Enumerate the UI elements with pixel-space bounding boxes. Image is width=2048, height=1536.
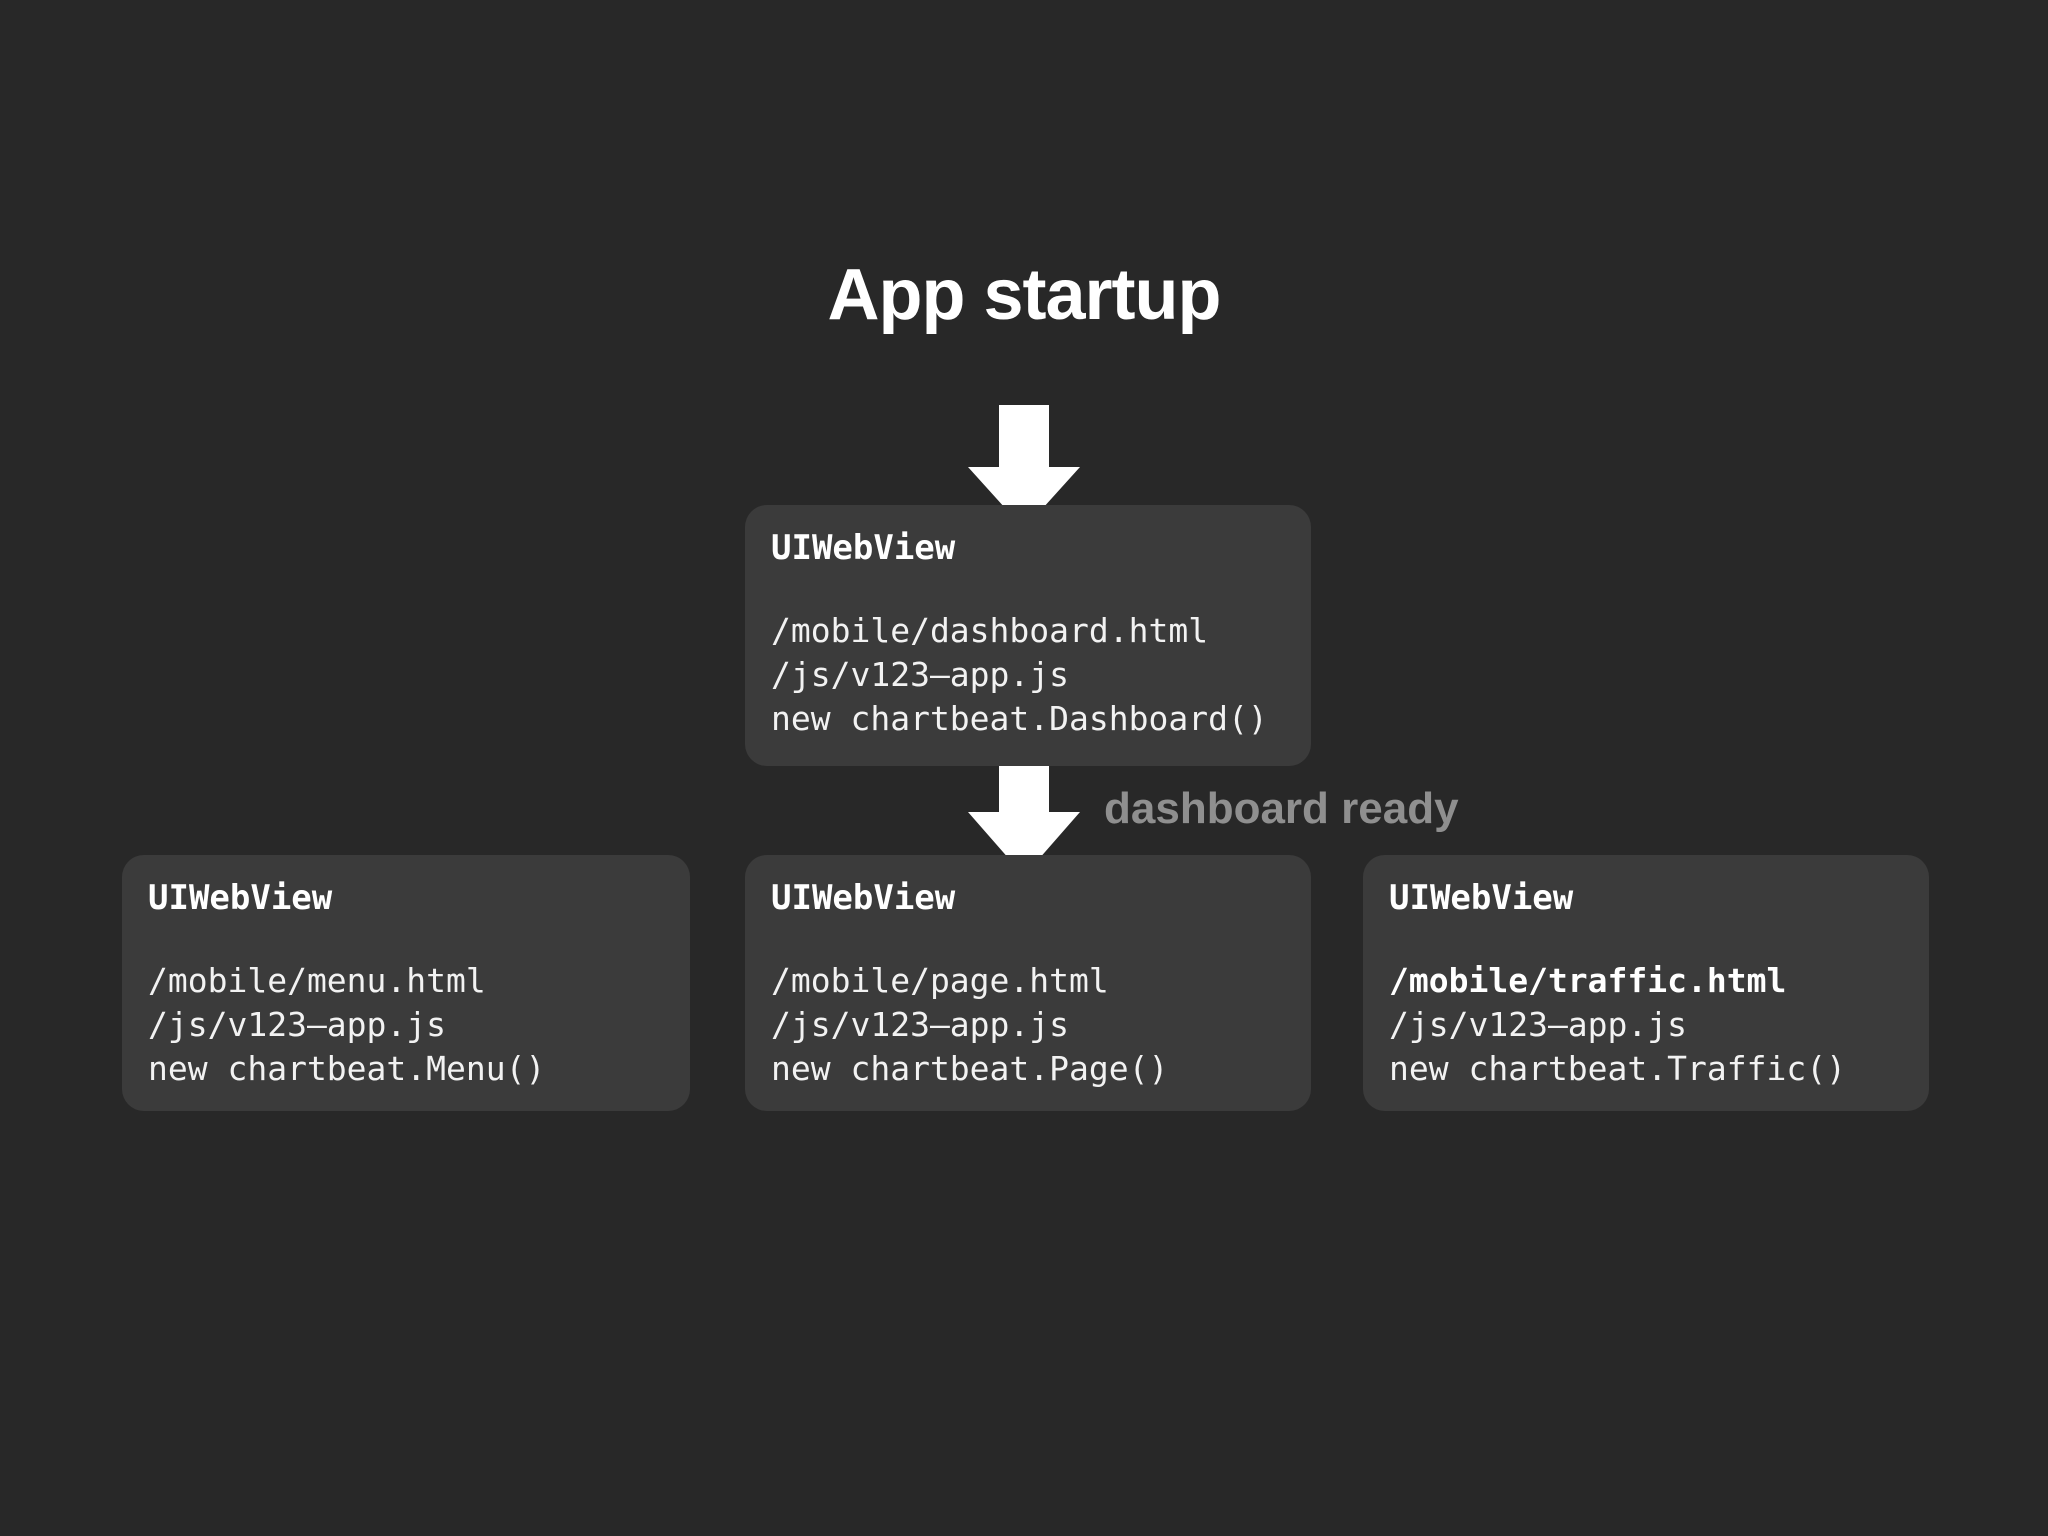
node-line-js: /js/v123–app.js [148,1005,447,1044]
node-body: /mobile/menu.html /js/v123–app.js new ch… [148,959,664,1091]
arrow-dashboard-to-page [968,748,1080,876]
node-uiwebview-menu[interactable]: UIWebView /mobile/menu.html /js/v123–app… [122,855,690,1111]
node-line-js: /js/v123–app.js [1389,1005,1688,1044]
node-uiwebview-dashboard[interactable]: UIWebView /mobile/dashboard.html /js/v12… [745,505,1311,766]
node-line-html: /mobile/page.html [771,961,1109,1000]
node-line-js: /js/v123–app.js [771,655,1070,694]
arrow-startup-to-dashboard [968,405,1080,529]
node-uiwebview-page[interactable]: UIWebView /mobile/page.html /js/v123–app… [745,855,1311,1111]
node-body: /mobile/dashboard.html /js/v123–app.js n… [771,609,1285,741]
node-title: UIWebView [1389,878,1574,918]
node-title: UIWebView [148,878,333,918]
node-body: /mobile/page.html /js/v123–app.js new ch… [771,959,1285,1091]
node-body: /mobile/traffic.html /js/v123–app.js new… [1389,959,1903,1091]
page-title: App startup [827,255,1222,335]
node-line-constructor: new chartbeat.Traffic() [1389,1049,1846,1088]
edge-label-dashboard-ready: dashboard ready [1104,784,1459,833]
node-line-html: /mobile/menu.html [148,961,486,1000]
node-line-html: /mobile/dashboard.html [771,611,1209,650]
node-line-constructor: new chartbeat.Dashboard() [771,699,1268,738]
node-title: UIWebView [771,878,956,918]
node-line-constructor: new chartbeat.Menu() [148,1049,546,1088]
node-line-constructor: new chartbeat.Page() [771,1049,1169,1088]
node-title: UIWebView [771,528,956,568]
node-uiwebview-traffic[interactable]: UIWebView /mobile/traffic.html /js/v123–… [1363,855,1929,1111]
node-line-html: /mobile/traffic.html [1389,961,1787,1000]
node-line-js: /js/v123–app.js [771,1005,1070,1044]
